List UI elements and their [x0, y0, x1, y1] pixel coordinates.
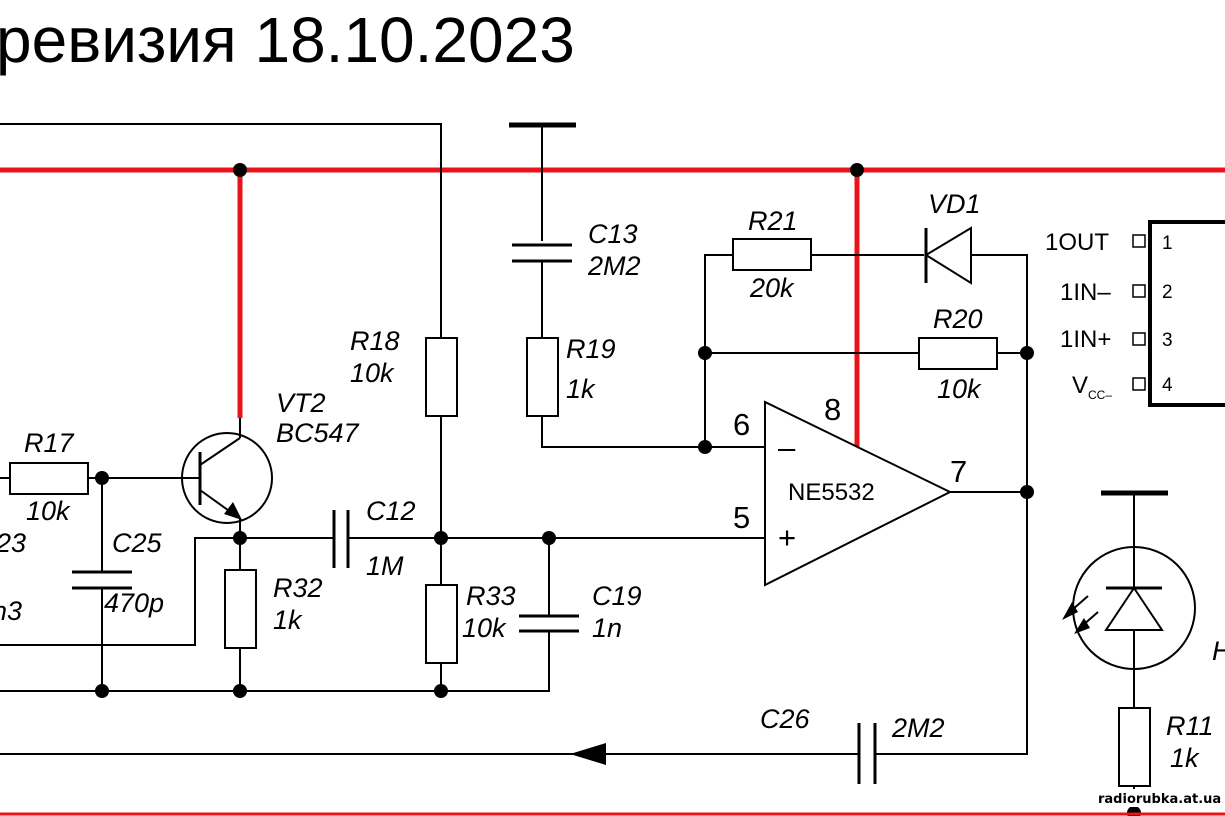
supply-rail: [0, 167, 1225, 448]
c13-value: 2M2: [587, 251, 641, 281]
c13-ref: C13: [588, 219, 638, 249]
led-symbol: [1062, 546, 1196, 670]
opamp-plus-sign: +: [778, 520, 796, 555]
ic-pin-3-label: 1IN+: [1060, 326, 1111, 353]
wire-ground-return: [0, 631, 550, 692]
opamp-pin-6: 6: [733, 407, 750, 442]
cut-label-23: 23: [0, 528, 26, 558]
capacitor-c19: [519, 614, 579, 633]
r33-ref: R33: [466, 581, 516, 611]
r20-value: 10k: [937, 374, 982, 404]
ic-pin-2-num: 2: [1162, 282, 1173, 303]
watermark-bg: [1095, 789, 1219, 807]
c25-ref: C25: [112, 528, 163, 558]
cut-label-h: H: [1212, 636, 1225, 666]
resistor-r17: [9, 462, 89, 495]
c12-ref: C12: [366, 496, 416, 526]
vt2-part: BC547: [276, 418, 360, 448]
capacitor-c13: [512, 243, 572, 263]
resistor-r21: [732, 238, 812, 271]
capacitor-c26: [857, 723, 877, 784]
ic-pin-1-label: 1OUT: [1045, 229, 1109, 256]
diode-vd1: [924, 226, 972, 285]
r17-ref: R17: [24, 428, 75, 458]
r19-ref: R19: [566, 334, 616, 364]
r18-ref: R18: [350, 326, 400, 356]
r17-value: 10k: [26, 496, 71, 526]
r19-value: 1k: [566, 374, 596, 404]
wire-input-emitter: [0, 537, 240, 646]
r32-value: 1k: [273, 605, 303, 635]
ic-pinout: [1132, 220, 1225, 407]
r32-ref: R32: [273, 573, 323, 603]
resistor-r20: [918, 337, 998, 370]
watermark: radiorubka.at.ua: [1098, 792, 1221, 807]
r20-ref: R20: [933, 304, 983, 334]
resistor-r18: [425, 337, 458, 417]
wire-feedback-left: [704, 254, 733, 447]
opamp-part: NE5532: [788, 479, 875, 506]
c26-ref: C26: [760, 704, 811, 734]
c12-value: 1M: [366, 551, 404, 581]
opamp-pin-7: 7: [950, 454, 967, 489]
signal-arrow-left: [570, 743, 606, 765]
opamp-ne5532: [764, 400, 953, 587]
ic-pin-4-num: 4: [1162, 375, 1173, 396]
revision-title: ревизия 18.10.2023: [0, 4, 575, 76]
resistor-r19: [526, 337, 559, 417]
ic-pin-1-num: 1: [1162, 233, 1173, 254]
ic-pin-4-label: VCC–: [1072, 372, 1112, 402]
r21-ref: R21: [748, 206, 798, 236]
ic-pin-3-num: 3: [1162, 330, 1173, 351]
r18-value: 10k: [350, 358, 395, 388]
vt2-ref: VT2: [276, 388, 326, 418]
wire-out-c26: [875, 492, 1028, 755]
resistor-r32: [224, 569, 257, 649]
opamp-minus-sign: –: [778, 430, 796, 465]
cut-label-n3: n3: [0, 596, 22, 626]
resistor-r33: [425, 584, 458, 664]
opamp-pin-8: 8: [824, 392, 841, 427]
ic-pin-4-main: V: [1072, 372, 1088, 399]
r11-value: 1k: [1170, 743, 1200, 773]
capacitor-c12: [332, 510, 350, 568]
r11-ref: R11: [1166, 711, 1214, 741]
r21-value: 20k: [749, 273, 795, 303]
wire-r19-inv: [541, 416, 765, 448]
c26-value: 2M2: [891, 713, 945, 743]
wire-vd1-out: [971, 254, 1028, 492]
opamp-pin-5: 5: [733, 500, 750, 535]
capacitor-c25: [72, 570, 132, 590]
junction-dots: [95, 163, 1141, 816]
c19-ref: C19: [592, 581, 642, 611]
c19-value: 1n: [592, 613, 622, 643]
ic-pin-2-label: 1IN–: [1060, 279, 1111, 306]
r33-value: 10k: [462, 613, 507, 643]
vd1-ref: VD1: [928, 189, 981, 219]
wire-top-feedback: [0, 123, 442, 338]
c25-value: 470p: [104, 588, 164, 618]
resistor-r11: [1118, 707, 1151, 787]
ic-pin-4-sub: CC–: [1088, 388, 1112, 402]
